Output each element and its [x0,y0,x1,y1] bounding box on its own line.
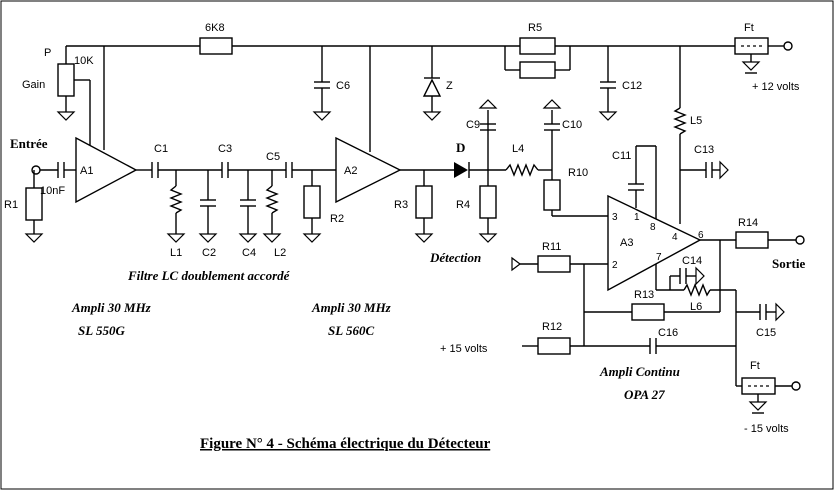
caption-ampli3-line1: Ampli Continu [599,364,680,379]
label-ft-bottom: Ft [750,360,760,372]
gain-potentiometer [56,46,105,150]
label-6k8: 6K8 [205,22,225,34]
caption-filter: Filtre LC doublement accordé [127,268,291,283]
label-a1: A1 [80,165,93,177]
label-pin3: 3 [612,212,618,223]
input-section [24,162,76,243]
resistor-6k8 [199,37,233,55]
label-r12: R12 [542,321,562,333]
amplifier-a2 [335,136,402,204]
label-r11: R11 [542,241,561,253]
label-d: D [456,140,465,155]
resistor-r5-pair [504,37,571,79]
label-c5: C5 [266,151,280,163]
label-c16: C16 [658,327,678,339]
c10-r10 [542,99,608,217]
label-p: P [44,47,51,59]
label-z: Z [446,80,453,92]
label-c3: C3 [218,143,232,155]
caption-ampli1-line2: SL 550G [78,323,125,338]
label-a3: A3 [620,237,633,249]
label-r4: R4 [456,199,470,211]
amplifier-a1 [75,136,138,204]
negative-supply [655,264,785,322]
resistor-r14 [735,231,769,249]
capacitor-c6 [312,46,332,121]
label-l6: L6 [690,301,702,313]
label-r5: R5 [528,22,542,34]
caption-ampli2-line1: Ampli 30 MHz [311,300,392,315]
detection-diode [454,162,506,178]
capacitor-c13 [680,160,729,180]
label-pin2: 2 [612,260,618,271]
label-pin1: 1 [634,212,640,223]
zener-diode [422,46,442,121]
detector-load [478,99,498,243]
label-c10: C10 [562,119,582,131]
feedthrough-top [734,37,769,55]
label-r3: R3 [394,199,408,211]
label-c4: C4 [242,247,256,259]
lc-filter [151,162,336,243]
label-pin6: 6 [698,230,704,241]
inductor-l5 [673,46,687,224]
label-a2: A2 [344,165,357,177]
port-minus15: - 15 volts [744,423,789,435]
resistor-r3 [414,170,434,243]
label-c1: C1 [154,143,168,155]
label-c6: C6 [336,80,350,92]
label-l2: L2 [274,247,286,259]
label-r2: R2 [330,213,344,225]
label-l1: L1 [170,247,182,259]
label-c13: C13 [694,144,714,156]
label-pin8: 8 [650,222,656,233]
caption-detection: Détection [429,250,481,265]
label-gain: Gain [22,79,45,91]
label-pin7: 7 [656,252,662,263]
caption-ampli2-line2: SL 560C [328,323,374,338]
label-ft-top: Ft [744,22,754,34]
label-pot-value: 10K [74,55,94,67]
label-pin4: 4 [672,232,678,243]
opamp-a3 [607,194,702,292]
label-r13: R13 [634,289,654,301]
label-c15: C15 [756,327,776,339]
port-plus15: + 15 volts [440,343,488,355]
top-rail [66,37,793,74]
label-c9: C9 [466,119,480,131]
figure-title: Figure N° 4 - Schéma électrique du Détec… [200,436,491,452]
label-l4: L4 [512,143,524,155]
label-r10: R10 [568,167,588,179]
label-r1: R1 [4,199,18,211]
inductor-l4 [505,163,539,177]
label-l5: L5 [690,115,702,127]
label-c12: C12 [622,80,642,92]
inverting-network [511,240,737,386]
label-c2: C2 [202,247,216,259]
label-c14: C14 [682,255,702,267]
caption-ampli3-line2: OPA 27 [624,387,665,402]
port-output: Sortie [772,256,805,271]
capacitor-c12 [598,46,618,121]
label-c11: C11 [612,150,631,162]
port-input: Entrée [10,136,48,151]
label-10nf: 10nF [40,185,65,197]
resistor-r2 [303,185,321,219]
capacitor-c11 [628,145,657,222]
feedthrough-bottom [736,377,801,414]
port-plus12: + 12 volts [752,81,800,93]
caption-ampli1-line1: Ampli 30 MHz [71,300,152,315]
label-r14: R14 [738,217,758,229]
